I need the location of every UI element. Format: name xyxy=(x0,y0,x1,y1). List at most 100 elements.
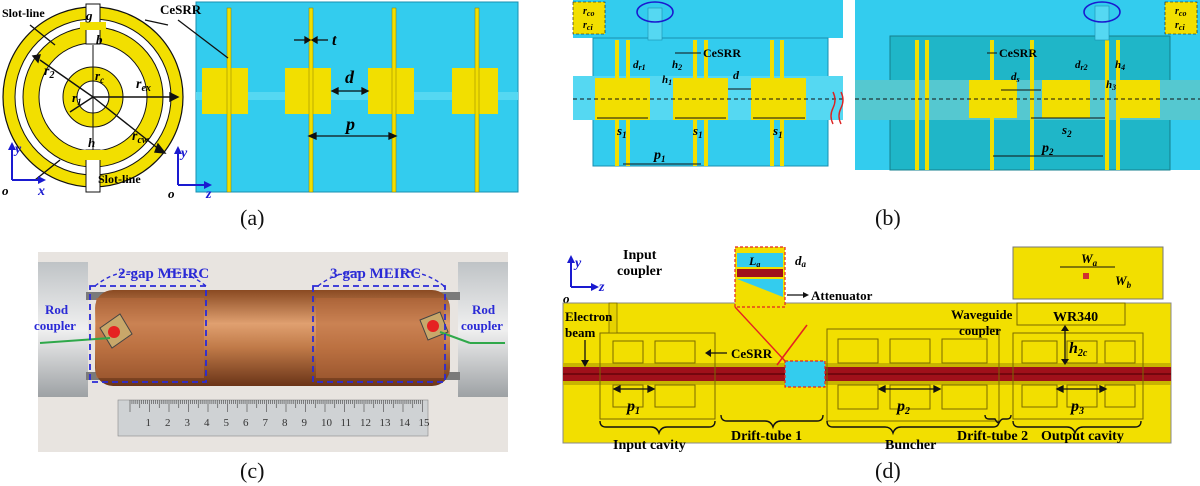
rcw-label: rcw xyxy=(132,129,149,146)
cavity-side-view xyxy=(195,1,519,193)
waveguide-label-2: coupler xyxy=(959,323,1001,338)
two-gap-label: 2-gap MEIRC xyxy=(118,266,209,282)
section-braces xyxy=(599,414,1142,436)
h2-label: h2 xyxy=(672,59,682,72)
rod-coupler-left-2: coupler xyxy=(34,318,76,333)
three-gap-box xyxy=(312,285,446,383)
ruler-tick-label: 6 xyxy=(243,417,249,429)
attenuator-label: Attenuator xyxy=(811,288,873,303)
h-label: h xyxy=(88,135,95,150)
rod-coupler-right-1: Rod xyxy=(472,302,496,317)
r1-label: r1 xyxy=(72,90,82,107)
p2-label-d: p2 xyxy=(895,398,910,417)
d-label-b: d xyxy=(733,68,740,82)
panel-c: 2-gap MEIRC 3-gap MEIRC Rod coupler Rod … xyxy=(34,252,508,452)
axis-z-label: z xyxy=(205,187,212,200)
rco2-label: rco xyxy=(1175,6,1186,18)
waveguide-inset xyxy=(1012,246,1164,300)
ruler-tick-label: 15 xyxy=(419,417,431,429)
s1c-label: s1 xyxy=(772,123,783,140)
rex-label: rex xyxy=(136,77,151,94)
panel-a: Slot-line Slot-line g b rc rex r2 r1 rcw… xyxy=(2,1,519,200)
ruler-tick-label: 1 xyxy=(146,417,152,429)
axis-y-label-2: y xyxy=(179,146,188,161)
ds-label: ds xyxy=(1011,71,1020,84)
panel-d: y z o La da Attenu xyxy=(562,246,1172,453)
s1b-label: s1 xyxy=(692,123,703,140)
electron-beam-label-1: Electron xyxy=(565,309,613,324)
wr340-label: WR340 xyxy=(1053,310,1098,325)
dr1-label: dr1 xyxy=(633,59,646,72)
buncher-label: Buncher xyxy=(885,438,936,453)
La-label: La xyxy=(748,254,760,269)
Wb-label: Wb xyxy=(1115,273,1132,290)
ruler-tick-label: 3 xyxy=(185,417,191,429)
dr2-label: dr2 xyxy=(1075,59,1088,72)
two-gap-cavity xyxy=(573,0,843,167)
d-label: d xyxy=(345,67,355,87)
attenuator-inset xyxy=(734,246,808,366)
caption-a: (a) xyxy=(240,205,265,230)
ruler-tick-label: 13 xyxy=(380,417,392,429)
ruler-tick-label: 4 xyxy=(204,417,210,429)
r2-label: r2 xyxy=(44,64,54,81)
axis-z-label-d: z xyxy=(598,280,605,295)
axes-right xyxy=(174,146,212,189)
axes-d xyxy=(567,255,599,291)
ruler-tick-label: 12 xyxy=(360,417,371,429)
break-mark xyxy=(830,91,844,125)
caption-c: (c) xyxy=(240,458,265,483)
p3-label-d: p3 xyxy=(1069,398,1084,417)
rod-coupler-right-2: coupler xyxy=(461,318,503,333)
cesrr-label-d: CeSRR xyxy=(731,346,773,361)
h3-label: h3 xyxy=(1106,79,1116,92)
waveguide-label-1: Waveguide xyxy=(951,307,1013,322)
output-cavity-label: Output cavity xyxy=(1041,429,1124,444)
cesrr-ring-drawing xyxy=(2,3,184,193)
axis-y-label-d: y xyxy=(573,256,582,271)
axis-y-label: y xyxy=(13,142,22,157)
three-gap-label: 3-gap MEIRC xyxy=(330,266,421,282)
origin-label: o xyxy=(2,183,9,198)
p1-label-d: p1 xyxy=(625,398,640,417)
electron-beam-label-2: beam xyxy=(565,325,596,340)
h2c-label: h2c xyxy=(1069,340,1088,359)
rci2-label: rci xyxy=(1175,20,1185,32)
h1-label: h1 xyxy=(662,74,672,87)
ruler-tick-label: 11 xyxy=(341,417,352,429)
rod-coupler-left-1: Rod xyxy=(45,302,69,317)
ruler-tick-label: 5 xyxy=(224,417,230,429)
ruler-tick-label: 14 xyxy=(399,417,411,429)
caption-d: (d) xyxy=(875,458,901,483)
t-label: t xyxy=(332,32,337,49)
two-gap-box xyxy=(89,285,207,383)
cesrr-label-b1: CeSRR xyxy=(703,46,741,60)
caption-b: (b) xyxy=(875,205,901,230)
rci-label: rci xyxy=(583,20,593,32)
ruler-tick-label: 10 xyxy=(321,417,333,429)
rc-label: rc xyxy=(95,68,104,85)
drift-tube-2-label: Drift-tube 2 xyxy=(957,429,1028,444)
g-label: g xyxy=(85,8,93,23)
ruler-tick-label: 2 xyxy=(165,417,171,429)
origin-label-d: o xyxy=(563,291,570,306)
klystron-body xyxy=(562,302,1172,444)
three-gap-cavity xyxy=(855,0,1200,171)
input-coupler-label-2: coupler xyxy=(617,264,662,279)
input-cavity-label: Input cavity xyxy=(613,438,686,453)
origin-label-2: o xyxy=(168,186,175,200)
p-label: p xyxy=(344,114,355,134)
Wa-label: Wa xyxy=(1081,251,1098,268)
photo-bench xyxy=(38,252,508,452)
drift-tube-1-label: Drift-tube 1 xyxy=(731,429,802,444)
input-coupler-label-1: Input xyxy=(623,248,657,263)
cesrr-label-a: CeSRR xyxy=(160,2,202,17)
p1-label-b: p1 xyxy=(653,148,666,164)
panel-b: rco rci CeSRR dr1 h2 h1 d s1 s1 s1 p1 rc… xyxy=(572,0,1200,171)
h4-label: h4 xyxy=(1115,59,1125,72)
da-label: da xyxy=(795,253,807,269)
axis-x-label: x xyxy=(37,184,45,199)
cesrr-label-b2: CeSRR xyxy=(999,46,1037,60)
axes-left xyxy=(8,142,46,184)
